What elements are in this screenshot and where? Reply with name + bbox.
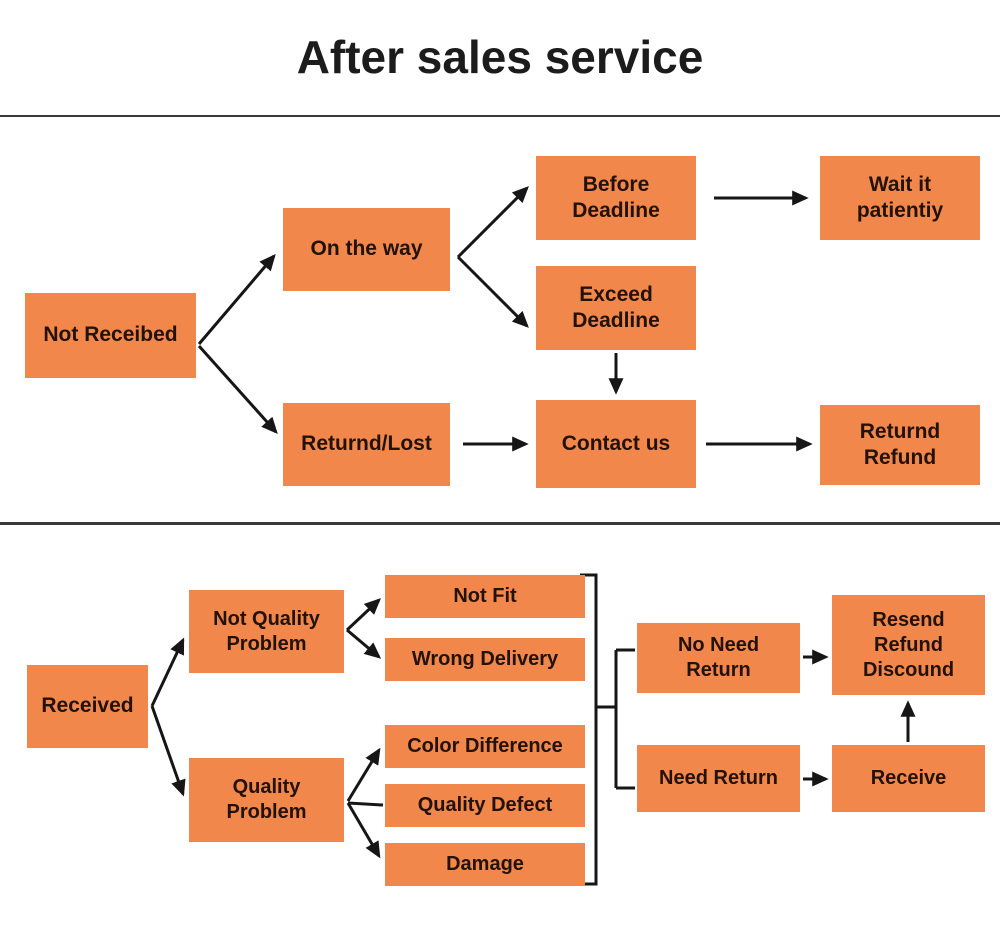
line-qp-to-qualitydefect [347, 801, 384, 807]
node-quality-defect: Quality Defect [385, 784, 585, 827]
arrow-ontheway-to-exceeddeadline [456, 255, 529, 328]
divider-top [0, 115, 1000, 117]
arrow-qp-to-damage [346, 802, 381, 859]
node-not-quality-problem: Not Quality Problem [189, 590, 344, 673]
arrow-notreceived-to-returndlost [197, 344, 278, 435]
node-need-return: Need Return [637, 745, 800, 812]
node-wrong-delivery: Wrong Delivery [385, 638, 585, 681]
node-not-fit: Not Fit [385, 575, 585, 618]
arrow-qp-to-colordifference [346, 747, 381, 802]
node-color-difference: Color Difference [385, 725, 585, 768]
arrow-nqp-to-wrongdelivery [346, 628, 382, 659]
node-received: Received [27, 665, 148, 748]
node-quality-problem: Quality Problem [189, 758, 344, 842]
node-on-the-way: On the way [283, 208, 450, 291]
bracket-split-connector [596, 648, 635, 790]
arrow-received-to-qualityproblem [150, 705, 186, 797]
node-receive: Receive [832, 745, 985, 812]
node-before-deadline: Before Deadline [536, 156, 696, 240]
arrow-notreceived-to-ontheway [197, 253, 276, 345]
node-exceed-deadline: Exceed Deadline [536, 266, 696, 350]
arrow-received-to-notqualityproblem [150, 637, 185, 707]
node-returnd-lost: Returnd/Lost [283, 403, 450, 486]
node-not-received: Not Receibed [25, 293, 196, 378]
divider-middle [0, 522, 1000, 525]
node-resend-refund-discound: Resend Refund Discound [832, 595, 985, 695]
node-damage: Damage [385, 843, 585, 886]
arrow-ontheway-to-beforedeadline [456, 186, 529, 259]
node-contact-us: Contact us [536, 400, 696, 488]
node-returnd-refund: Returnd Refund [820, 405, 980, 485]
node-no-need-return: No Need Return [637, 623, 800, 693]
node-wait-it-patiently: Wait it patientiy [820, 156, 980, 240]
page-title: After sales service [296, 31, 704, 83]
arrow-nqp-to-notfit [345, 598, 381, 632]
